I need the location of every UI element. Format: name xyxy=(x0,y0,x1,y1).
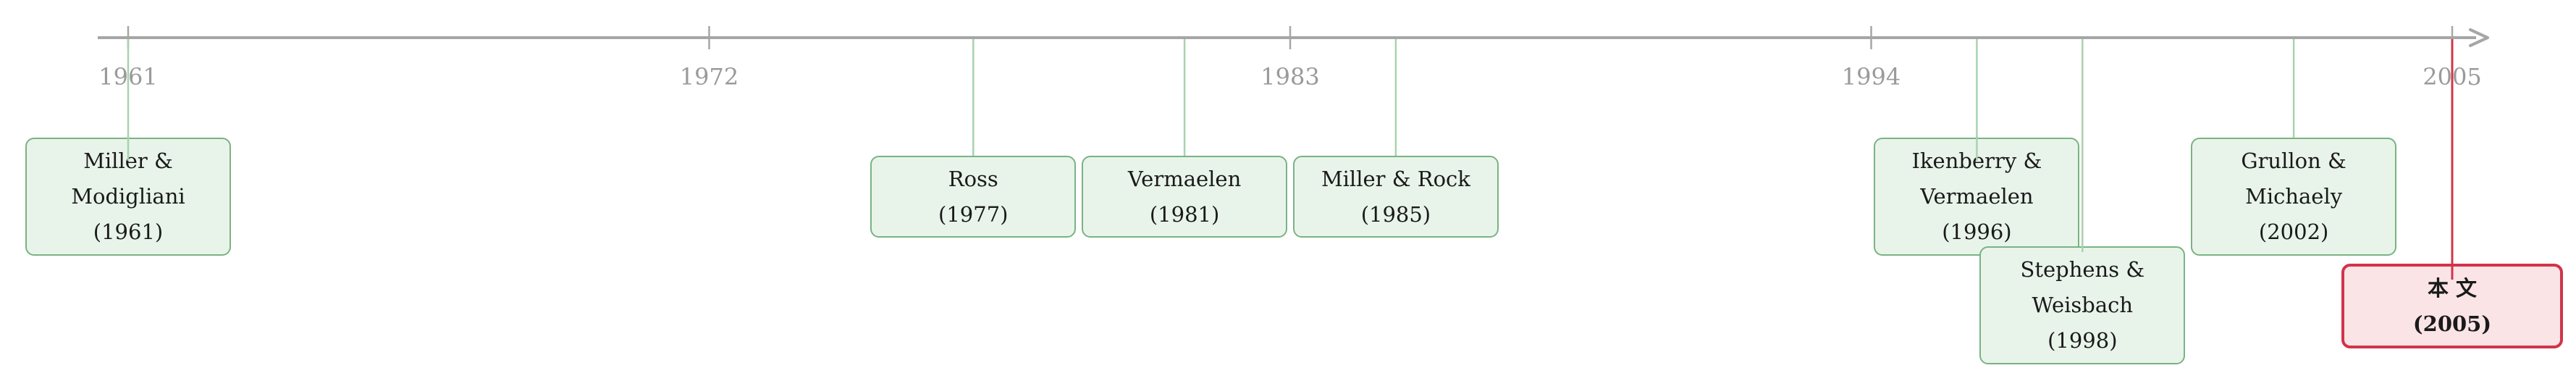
event-label-line: (2005) xyxy=(2412,311,2492,336)
axis-tick-label: 1994 xyxy=(1842,63,1901,91)
event-label-line: Grullon & xyxy=(2241,149,2346,173)
event-box: Ross (1977) xyxy=(870,156,1077,238)
event-label-line: 本 文 xyxy=(2427,275,2478,301)
event-label-line: (2002) xyxy=(2258,219,2329,244)
axis-arrow-head xyxy=(2469,28,2489,47)
event-label-line: (1961) xyxy=(93,219,164,244)
event-label-line: Ikenberry & xyxy=(1911,149,2042,173)
event-label-line: Ross xyxy=(948,166,998,191)
axis-tick-label: 1983 xyxy=(1260,63,1319,91)
event-label-line: Stephens & xyxy=(2020,257,2145,282)
event-box: Ikenberry & Vermaelen (1996) xyxy=(1874,138,2080,256)
event-label-line: (1996) xyxy=(1942,219,2012,244)
event-label-line: (1981) xyxy=(1149,201,1220,227)
event-box: Stephens & Weisbach (1998) xyxy=(1979,246,2186,364)
highlight-event-box: 本 文 (2005) xyxy=(2341,264,2563,348)
event-label-line: Weisbach xyxy=(2032,293,2134,317)
event-label-line: Michaely xyxy=(2245,184,2343,209)
event-label-line: (1998) xyxy=(2047,328,2118,353)
event-label-line: Miller & xyxy=(83,149,173,173)
event-label-line: (1985) xyxy=(1360,201,1431,227)
event-label-line: Vermaelen xyxy=(1920,184,2034,209)
event-label-line: Modigliani xyxy=(71,184,185,209)
axis-tick-label: 1972 xyxy=(680,63,738,91)
event-label-line: Miller & Rock xyxy=(1321,166,1470,191)
event-box: Vermaelen (1981) xyxy=(1082,156,1288,238)
event-box: Miller & Modigliani (1961) xyxy=(25,138,231,256)
event-box: Grullon & Michaely (2002) xyxy=(2191,138,2397,256)
event-label-line: Vermaelen xyxy=(1127,166,1242,191)
event-label-line: (1977) xyxy=(938,201,1009,227)
event-box: Miller & Rock (1985) xyxy=(1292,156,1499,238)
